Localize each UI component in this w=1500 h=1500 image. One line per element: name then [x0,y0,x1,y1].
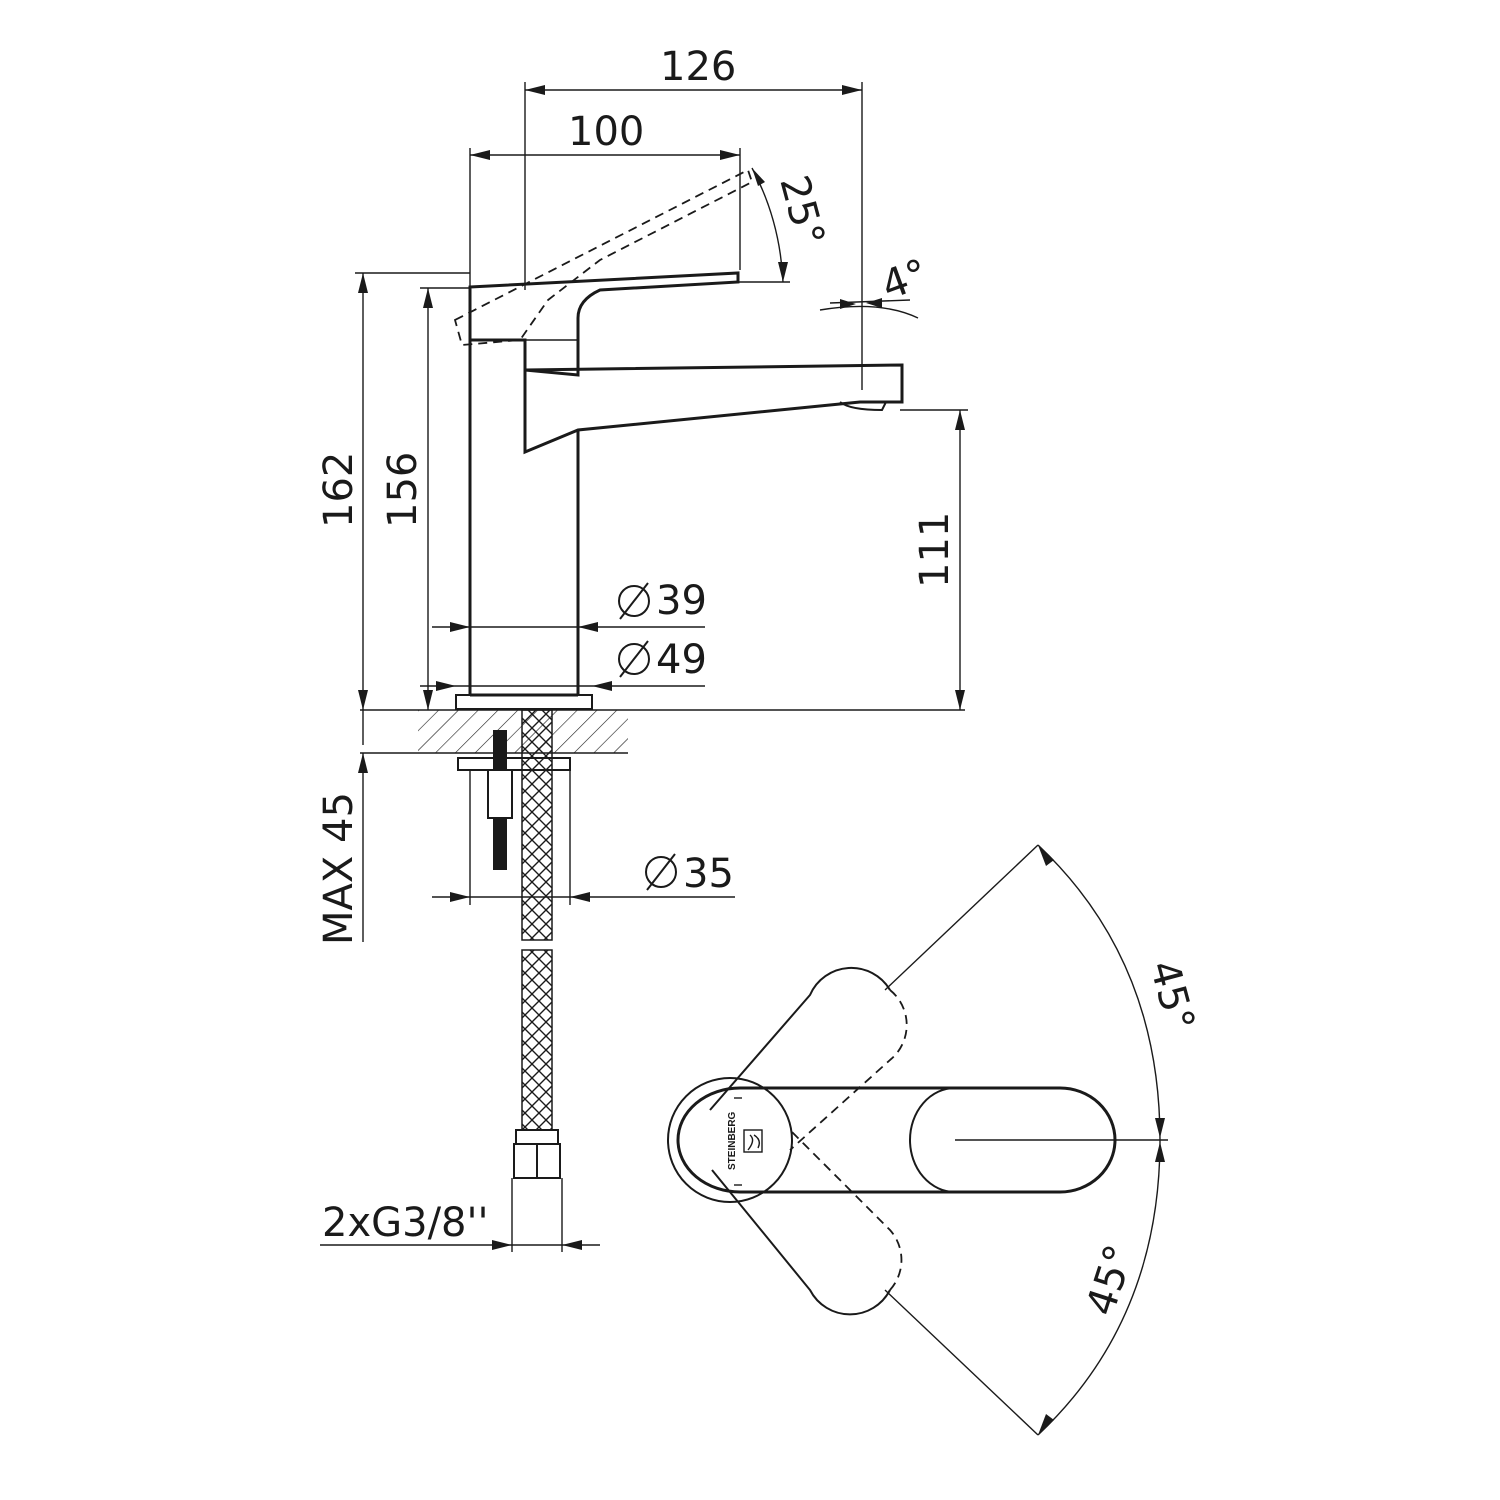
dim-111: 111 [912,512,958,588]
dim-d49: 49 [618,637,707,683]
lever-top [676,1086,1117,1194]
spout [523,363,904,455]
dim-162: 162 [316,452,362,528]
dim-hose: 2xG3/8'' [322,1200,488,1246]
dim-max45: MAX 45 [316,792,362,945]
mounting-washer [457,757,571,771]
dim-45deg-lower: 45° [1078,1239,1144,1321]
dim-25deg: 25° [770,171,833,251]
dim-100: 100 [568,109,644,155]
faucet-top-view: STEINBERG [667,844,1168,1436]
dim-156: 156 [380,452,426,528]
dimension-lines [320,82,968,1252]
dim-35-value: 35 [683,851,734,897]
dim-d39: 39 [618,578,707,624]
lever-handle [468,271,740,377]
dim-49-value: 49 [656,637,707,683]
brand-logo-icon [743,1129,763,1153]
countertop-section [360,709,965,754]
mounting-stud [487,730,513,870]
brand-name: STEINBERG [727,1111,738,1170]
dim-126: 126 [660,44,736,90]
dim-39-value: 39 [656,578,707,624]
base-circle [667,1077,793,1203]
lever-tilted-outline [453,168,754,346]
dim-d35: 35 [645,851,734,897]
faucet-side-view [453,168,904,771]
braided-hose [513,709,561,1179]
base-flange [455,694,593,710]
dim-45deg-upper: 45° [1140,956,1203,1036]
